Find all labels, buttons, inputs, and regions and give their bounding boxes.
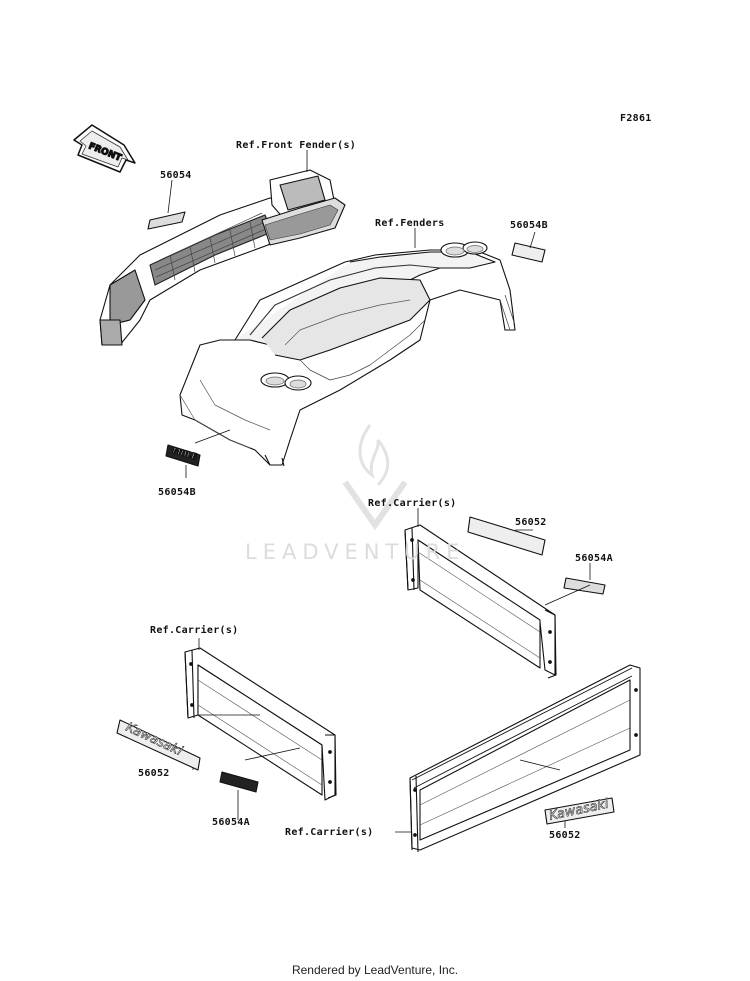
decal-plate-56052-upper bbox=[467, 516, 546, 556]
label-ref-fenders[interactable]: Ref.Fenders bbox=[375, 218, 445, 229]
rear-fenders-body bbox=[179, 241, 516, 467]
footer-credit: Rendered by LeadVenture, Inc. bbox=[291, 963, 459, 977]
label-56054[interactable]: 56054 bbox=[160, 170, 192, 181]
label-56052-upper[interactable]: 56052 bbox=[515, 517, 547, 528]
decal-plate-56054-upper bbox=[147, 211, 186, 230]
front-fender-grille bbox=[99, 169, 346, 346]
decal-plate-56054b-upper bbox=[511, 242, 546, 263]
leadventure-logo-icon bbox=[342, 424, 408, 531]
watermark-text: LEADVENTURE bbox=[245, 540, 466, 564]
label-56054b-lower[interactable]: 56054B bbox=[158, 487, 196, 498]
decal-plate-56054a-upper bbox=[563, 577, 606, 595]
label-56054a-upper[interactable]: 56054A bbox=[575, 553, 613, 564]
label-ref-carrier-left[interactable]: Ref.Carrier(s) bbox=[150, 625, 239, 636]
label-56052-left[interactable]: 56052 bbox=[138, 768, 170, 779]
label-56052-lower[interactable]: 56052 bbox=[549, 830, 581, 841]
leader-lines bbox=[167, 150, 591, 833]
kawasaki-decal-left: Kawasaki bbox=[116, 719, 201, 771]
kawasaki-decal-right-text: Kawasaki bbox=[548, 797, 611, 824]
label-ref-carrier-upper[interactable]: Ref.Carrier(s) bbox=[368, 498, 457, 509]
label-56054b-upper[interactable]: 56054B bbox=[510, 220, 548, 231]
label-56054a-left[interactable]: 56054A bbox=[212, 817, 250, 828]
front-arrow-icon bbox=[73, 124, 136, 173]
carrier-gate-upper bbox=[404, 524, 557, 679]
carrier-gate-left bbox=[184, 647, 337, 801]
label-ref-carrier-lower[interactable]: Ref.Carrier(s) bbox=[285, 827, 374, 838]
label-ref-front-fender[interactable]: Ref.Front Fender(s) bbox=[236, 140, 357, 151]
diagram-code: F2861 bbox=[620, 113, 652, 124]
carrier-gate-right bbox=[409, 664, 641, 853]
decal-plate-56054a-left bbox=[219, 771, 259, 793]
kawasaki-decal-right: Kawasaki bbox=[544, 796, 615, 825]
mule-badge-decal: MULE bbox=[165, 444, 201, 467]
